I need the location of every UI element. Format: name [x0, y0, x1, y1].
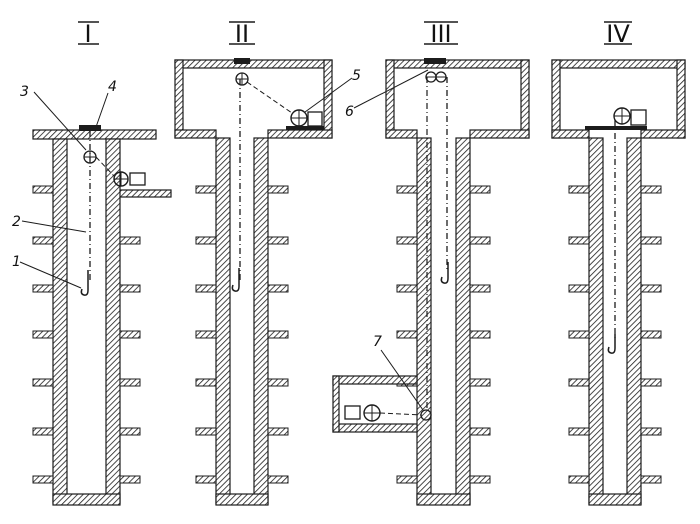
callout-3: 3	[20, 84, 29, 100]
winch-base	[286, 126, 324, 130]
variant-label-i: I	[84, 20, 91, 48]
floor-stubs-left-i	[32, 185, 54, 484]
floor-stubs-left-iii	[396, 185, 418, 484]
hook-icon	[440, 262, 449, 284]
winch-ledge	[112, 189, 172, 198]
callout-1: 1	[12, 254, 21, 270]
machine-room-right	[323, 59, 333, 139]
shaft-floor	[588, 493, 642, 506]
floor-stubs-right-ii	[267, 185, 289, 484]
top-pulley-plate	[79, 125, 101, 131]
winch-base	[585, 126, 647, 130]
machine-room-floor-left	[174, 129, 217, 139]
callout-4: 4	[108, 79, 117, 95]
shaft-wall-right	[253, 137, 269, 505]
machine-room-floor-right	[469, 129, 530, 139]
shaft-wall-right	[455, 137, 471, 505]
shaft-wall-left	[52, 138, 68, 504]
floor-stubs-left-ii	[195, 185, 217, 484]
winch-motor-icon	[630, 109, 647, 126]
machine-room-left	[551, 59, 561, 139]
machine-room-floor-right	[640, 129, 686, 139]
callout-6: 6	[345, 104, 354, 120]
shaft-wall-left	[588, 137, 604, 505]
variant-i: I	[12, 20, 172, 506]
hook-icon	[80, 270, 89, 296]
machine-room-left	[174, 59, 184, 139]
floor-stubs-right-iii	[469, 185, 491, 484]
shaft-wall-right	[626, 137, 642, 505]
shaft-wall-left	[416, 137, 432, 505]
top-floor-slab	[32, 129, 157, 140]
machine-room-top	[174, 59, 333, 69]
winch-motor-icon	[129, 172, 146, 186]
machine-room-right	[520, 59, 530, 139]
variant-iii: III	[332, 20, 530, 506]
machine-room-floor-right	[267, 129, 333, 139]
lower-room-wall	[332, 375, 340, 433]
machine-room-floor-left	[385, 129, 418, 139]
variant-ii: II	[174, 20, 361, 506]
hook-icon	[231, 268, 240, 292]
machine-room-floor-left	[551, 129, 590, 139]
variant-label-iii: III	[430, 20, 451, 48]
callout-2: 2	[12, 214, 21, 230]
machine-room-top	[385, 59, 530, 69]
lower-room-floor	[332, 423, 418, 433]
floor-stubs-left-iv	[568, 185, 590, 484]
callout-7: 7	[373, 334, 382, 350]
winch-motor-icon	[344, 405, 361, 420]
shaft-floor	[52, 493, 121, 506]
hook-icon	[607, 334, 616, 354]
ceiling-sheave-plate	[424, 58, 446, 64]
floor-stubs-right-iv	[640, 185, 662, 484]
shaft-floor	[215, 493, 269, 506]
machine-room-right	[676, 59, 686, 139]
callout-5: 5	[352, 68, 361, 84]
variant-iv: IV	[551, 20, 686, 506]
shaft-floor	[416, 493, 471, 506]
variant-label-ii: II	[235, 20, 249, 48]
shaft-wall-left	[215, 137, 231, 505]
machine-room-top	[551, 59, 686, 69]
ceiling-sheave-plate	[234, 58, 250, 64]
shaft-wall-right	[105, 138, 121, 504]
machine-room-left	[385, 59, 395, 139]
winch-motor-icon	[307, 111, 323, 127]
floor-stubs-right-i	[119, 236, 141, 484]
